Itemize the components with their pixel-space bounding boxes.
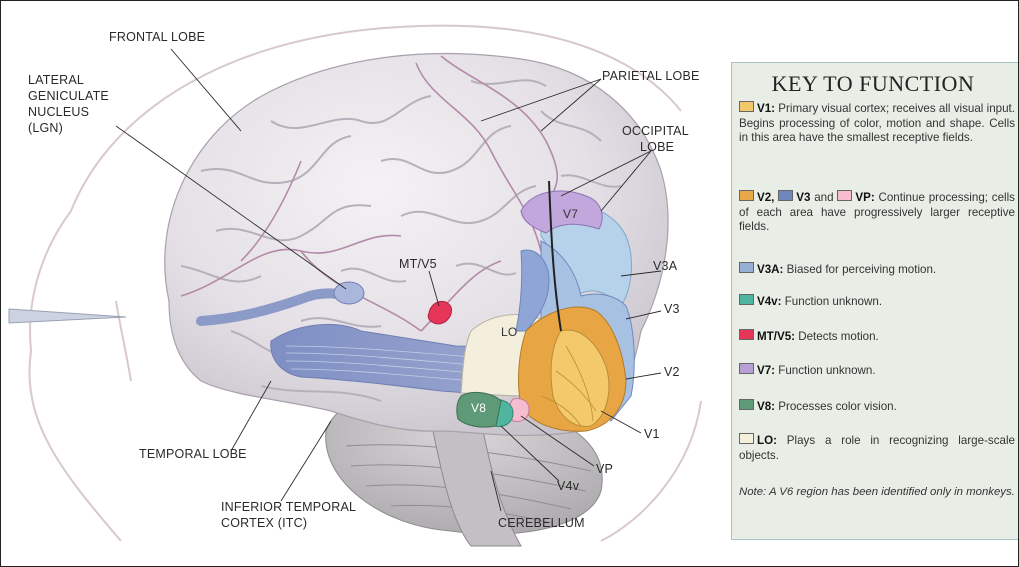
- swatch-v1: [739, 101, 754, 112]
- label-v2: V2: [664, 365, 680, 380]
- swatch-v8: [739, 399, 754, 410]
- swatch-v3: [778, 190, 793, 201]
- label-v4v: V4v: [557, 479, 579, 494]
- label-temporal-lobe: TEMPORAL LOBE: [139, 447, 247, 462]
- key-title: KEY TO FUNCTION: [732, 71, 1014, 97]
- label-v7: V7: [563, 207, 578, 222]
- label-cerebellum: CEREBELLUM: [498, 516, 585, 531]
- key-entry-mt: MT/V5: Detects motion.: [739, 329, 1015, 345]
- key-entry-v4v: V4v: Function unknown.: [739, 294, 1015, 310]
- label-parietal-lobe: PARIETAL LOBE: [602, 69, 700, 84]
- label-v3a: V3A: [653, 259, 677, 274]
- label-v8: V8: [471, 401, 486, 416]
- label-lgn-line-4: (LGN): [28, 121, 63, 136]
- swatch-vp: [837, 190, 852, 201]
- optic-nerve: [9, 309, 126, 323]
- label-v1: V1: [644, 427, 660, 442]
- label-lgn-line-1: LATERAL: [28, 73, 84, 88]
- key-entry-v7: V7: Function unknown.: [739, 363, 1015, 379]
- key-entry-lo: LO: Plays a role in recognizing large-sc…: [739, 433, 1015, 463]
- label-lgn-line-2: GENICULATE: [28, 89, 109, 104]
- key-entry-v1: V1: Primary visual cortex; receives all …: [739, 101, 1015, 146]
- swatch-mt: [739, 329, 754, 340]
- swatch-v2: [739, 190, 754, 201]
- key-entry-v8: V8: Processes color vision.: [739, 399, 1015, 415]
- key-entry-v2-v3-vp: V2, V3 and VP: Continue processing; cell…: [739, 190, 1015, 235]
- label-lo: LO: [501, 325, 517, 340]
- label-v3: V3: [664, 302, 680, 317]
- key-to-function-panel: KEY TO FUNCTION V1: Primary visual corte…: [731, 62, 1019, 540]
- label-mt-v5: MT/V5: [399, 257, 437, 272]
- label-frontal-lobe: FRONTAL LOBE: [109, 30, 205, 45]
- label-itc-line-2: CORTEX (ITC): [221, 516, 307, 531]
- lgn-shape: [334, 282, 364, 304]
- swatch-lo: [739, 433, 754, 444]
- swatch-v3a: [739, 262, 754, 273]
- key-note: Note: A V6 region has been identified on…: [739, 485, 1015, 500]
- label-occipital-lobe-line-2: LOBE: [640, 140, 674, 155]
- label-occipital-lobe-line-1: OCCIPITAL: [622, 124, 689, 139]
- label-lgn-line-3: NUCLEUS: [28, 105, 89, 120]
- key-entry-v3a: V3A: Biased for perceiving motion.: [739, 262, 1015, 278]
- swatch-v7: [739, 363, 754, 374]
- label-itc-line-1: INFERIOR TEMPORAL: [221, 500, 356, 515]
- label-vp: VP: [596, 462, 613, 477]
- swatch-v4v: [739, 294, 754, 305]
